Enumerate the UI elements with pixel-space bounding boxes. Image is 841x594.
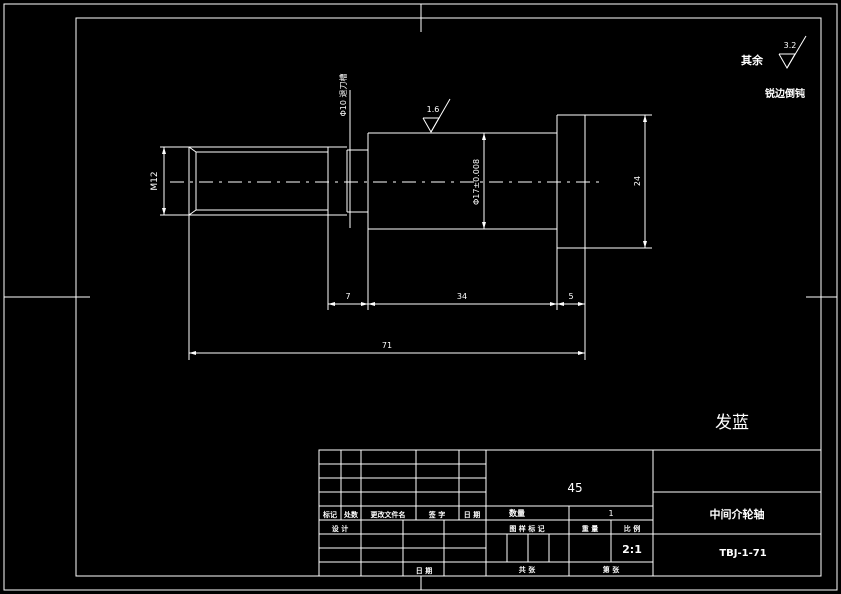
stage-label: 图 样 标 记 — [509, 524, 544, 533]
sheet-border — [3, 3, 838, 591]
scale: 2:1 — [622, 543, 642, 556]
quantity-label: 数量 — [509, 508, 525, 518]
design-label: 设 计 — [332, 524, 348, 533]
dim-total-length: 71 — [382, 341, 392, 350]
weight-label: 重 量 — [582, 524, 598, 533]
dim-main-diameter: Φ17±0.008 — [472, 159, 481, 205]
roughness-symbol-other — [778, 35, 807, 70]
shaft-outline — [188, 114, 586, 249]
roughness-main-value: 1.6 — [427, 105, 440, 114]
dim-left-diameter: M12 — [150, 171, 160, 190]
dim-flange-diameter: 24 — [633, 176, 642, 186]
quantity-value: 1 — [608, 509, 613, 518]
header-mark: 标记 — [322, 510, 337, 519]
dim-length-main: 34 — [457, 292, 467, 301]
header-change-file: 更改文件名 — [371, 510, 406, 519]
sheet-no-label: 第 张 — [603, 565, 620, 574]
dim-groove: Φ10 退刀槽 — [338, 73, 348, 116]
note-other: 其余 — [741, 53, 764, 67]
sheet-total-label: 共 张 — [519, 565, 536, 574]
dim-length-flange: 5 — [568, 292, 573, 301]
ratio-label: 比 例 — [624, 524, 640, 533]
roughness-symbol-main — [422, 98, 451, 134]
header-count: 处数 — [343, 510, 359, 519]
material: 45 — [567, 481, 582, 495]
dimension-lines — [160, 90, 652, 360]
finish-note: 发蓝 — [715, 413, 749, 433]
dim-length-groove: 7 — [345, 292, 350, 301]
header-date: 日 期 — [464, 510, 480, 519]
drawing-number: TBJ-1-71 — [719, 548, 766, 559]
date-label: 日 期 — [416, 566, 432, 575]
header-signature: 签 字 — [428, 510, 445, 519]
part-name: 中间介轮轴 — [710, 507, 765, 521]
roughness-other-value: 3.2 — [784, 41, 797, 50]
title-block — [318, 449, 822, 577]
note-edges: 锐边倒钝 — [765, 87, 805, 100]
